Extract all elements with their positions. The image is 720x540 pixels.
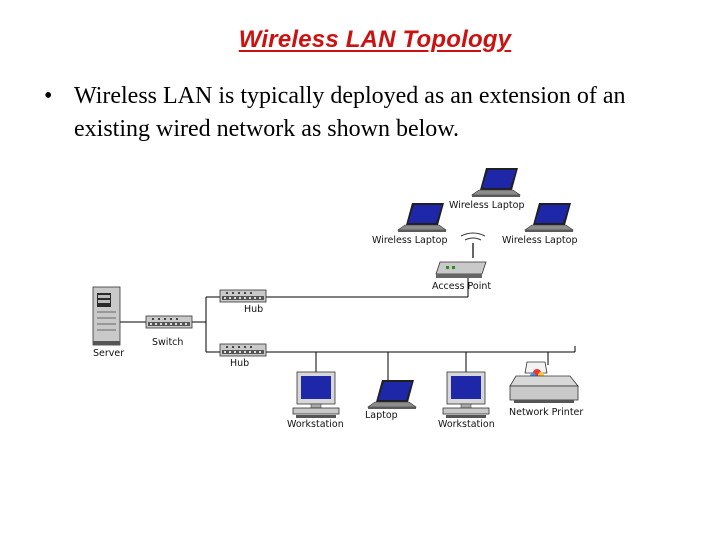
label-workstation-right: Workstation — [438, 419, 495, 430]
label-wireless-laptop-right: Wireless Laptop — [502, 235, 577, 246]
access-point-icon — [435, 232, 487, 278]
bullet-dot: • — [44, 83, 53, 109]
bullet-text: Wireless LAN is typically deployed as an… — [74, 83, 626, 142]
workstation-icon — [292, 371, 340, 419]
label-network-printer: Network Printer — [509, 407, 583, 418]
switch-icon — [145, 315, 193, 329]
label-laptop: Laptop — [365, 410, 398, 421]
laptop-icon — [471, 167, 521, 198]
hub-icon — [219, 343, 267, 357]
label-hub-top: Hub — [244, 304, 263, 315]
laptop-icon — [367, 379, 417, 410]
label-hub-bottom: Hub — [230, 358, 249, 369]
laptop-icon — [524, 202, 574, 233]
slide-title: Wireless LAN Topology — [238, 26, 512, 53]
label-switch: Switch — [152, 337, 183, 348]
hub-icon — [219, 289, 267, 303]
workstation-icon — [442, 371, 490, 419]
laptop-icon — [397, 202, 447, 233]
label-server: Server — [93, 348, 124, 359]
printer-icon — [509, 361, 579, 403]
server-icon — [92, 286, 121, 346]
network-links — [120, 278, 576, 380]
label-wireless-laptop-top: Wireless Laptop — [449, 200, 524, 211]
label-wireless-laptop-left: Wireless Laptop — [372, 235, 447, 246]
label-workstation-left: Workstation — [287, 419, 344, 430]
label-access-point: Access Point — [432, 281, 491, 292]
